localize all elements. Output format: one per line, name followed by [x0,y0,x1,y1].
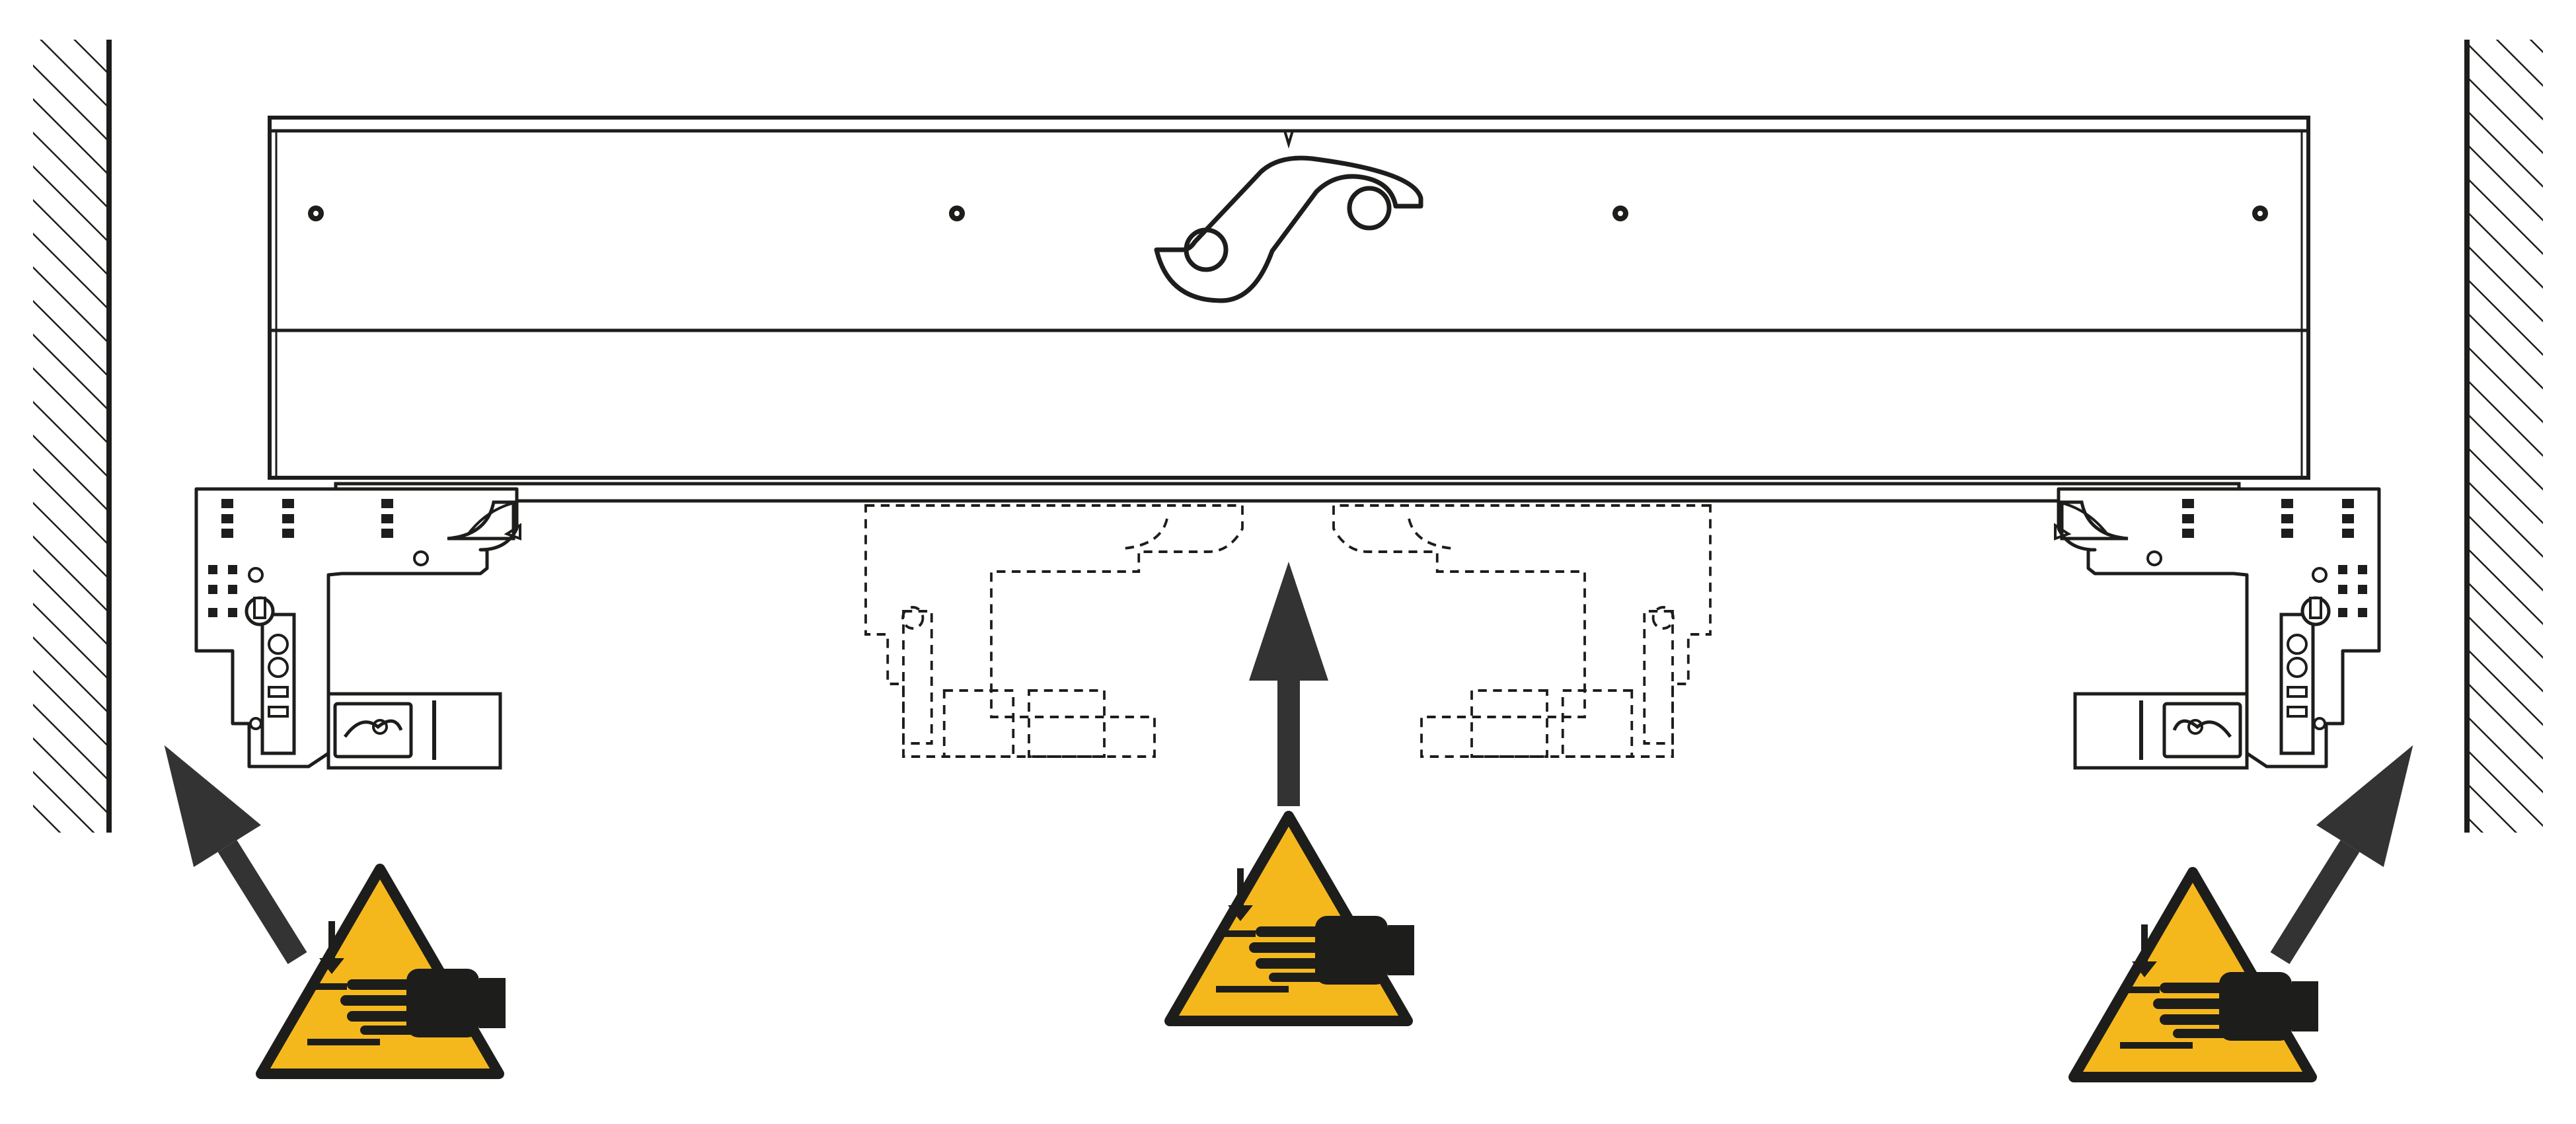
arrow-right [2270,745,2413,965]
arrow-center [1249,562,1328,806]
wall-right [2464,40,2543,833]
hand-crush-warning-right [2074,872,2318,1077]
hand-crush-warning-center [1170,816,1414,1021]
arrow-left [164,745,307,965]
wall-left [33,40,112,833]
runner-left [196,489,520,768]
runner-right [2055,489,2379,768]
drawer-front [268,116,2310,503]
hand-crush-warning-left [261,869,506,1074]
double-loop-logo-icon [1154,155,1423,303]
runner-center-dashed [864,504,1712,758]
